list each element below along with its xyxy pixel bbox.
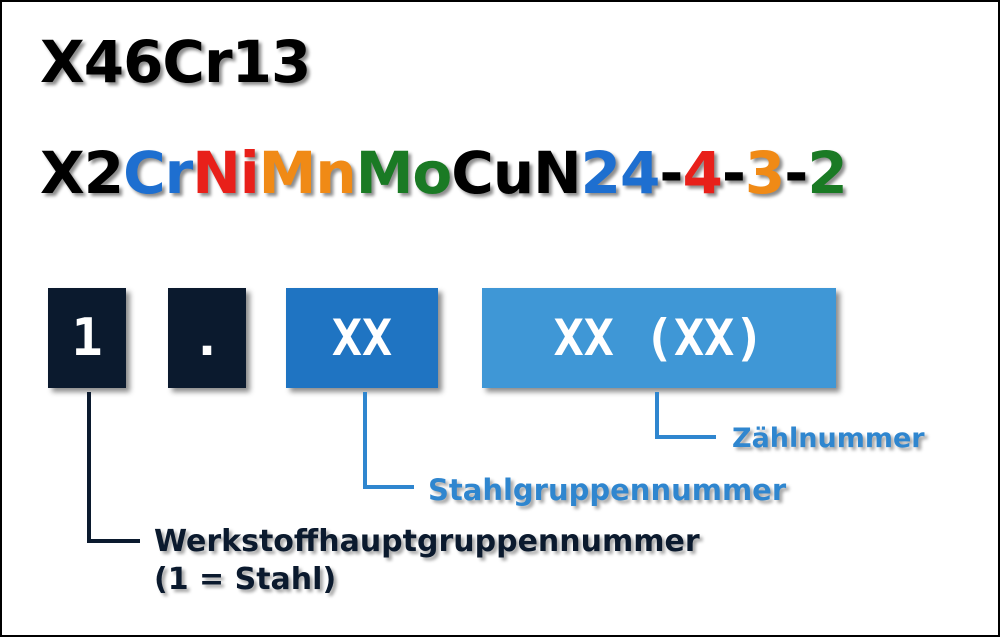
formula-segment: 4 <box>682 139 722 207</box>
formula-segment: 24 <box>580 139 661 207</box>
formula-segment: - <box>784 139 808 207</box>
formula-segment: CuN <box>451 139 581 207</box>
label-werkstoffhauptgruppennummer: Werkstoffhauptgruppennummer (1 = Stahl) <box>154 523 700 599</box>
formula-segment: - <box>721 139 746 207</box>
leader-line-werkstoffhauptgruppennummer <box>87 392 140 543</box>
leader-line-stahlgruppennummer <box>363 392 414 489</box>
formula-segment: 3 <box>744 139 785 207</box>
leader-line-zaehlnummer <box>655 392 716 439</box>
separator-dot-box: . <box>168 288 246 388</box>
label-werkstoffhauptgruppennummer-line1: Werkstoffhauptgruppennummer <box>154 524 700 559</box>
count-number-box: XX (XX) <box>482 288 836 388</box>
label-stahl-note: (1 = Stahl) <box>154 562 337 597</box>
formula-segment: 2 <box>807 139 847 207</box>
formula-segment: Mo <box>355 139 453 207</box>
formula-segment: Mn <box>258 139 357 207</box>
label-zaehlnummer: Zählnummer <box>732 423 925 454</box>
formula-segment: Cr <box>123 139 193 207</box>
steel-group-number-box: XX <box>286 288 438 388</box>
formula-segment: - <box>659 139 683 207</box>
formula-segment: X2 <box>40 139 124 207</box>
formula-segment: Ni <box>192 139 259 207</box>
formula-x2crnimnmocun: X2CrNiMnMoCuN24-4-3-2 <box>40 144 848 202</box>
label-stahlgruppennummer: Stahlgruppennummer <box>428 473 787 507</box>
formula-x46cr13: X46Cr13 <box>40 28 311 96</box>
main-group-digit-box: 1 <box>48 288 126 388</box>
